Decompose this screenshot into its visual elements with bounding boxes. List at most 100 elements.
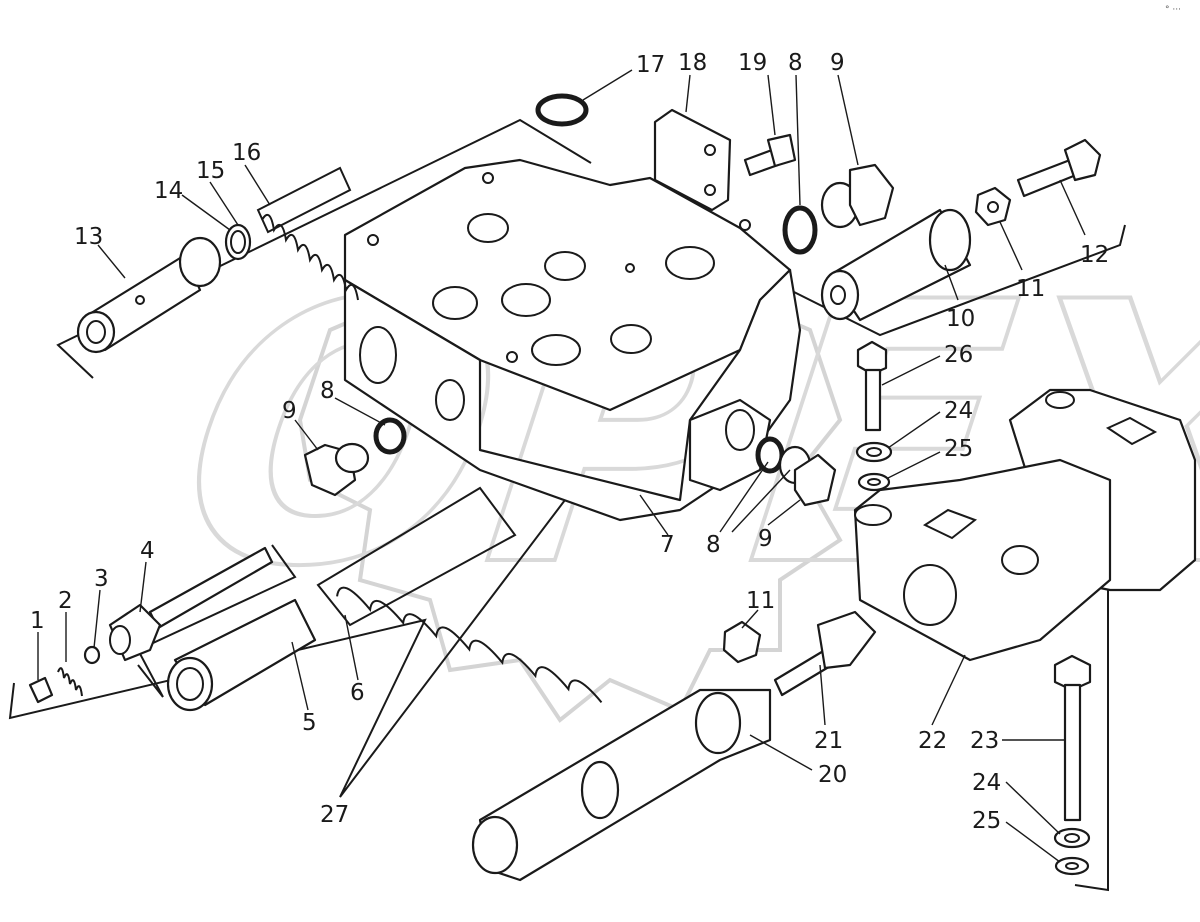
- o-ring-8-right: [755, 436, 785, 474]
- callout-24-top: 24: [944, 398, 973, 424]
- bolt-23: [1053, 654, 1092, 822]
- spool-20-end: [471, 815, 519, 875]
- spool-20-collar: [694, 691, 742, 755]
- ring-14-15: [224, 223, 252, 261]
- callout-25-top: 25: [944, 436, 973, 462]
- assembly-brackets: [8, 118, 1126, 892]
- callout-3: 3: [94, 566, 109, 592]
- leader-19: [767, 74, 776, 136]
- leader-11-lower: [741, 609, 759, 629]
- sleeve-5-bore: [176, 667, 204, 701]
- port-7: [610, 324, 652, 354]
- leader-11-top: [999, 221, 1023, 271]
- callout-8-top: 8: [788, 50, 803, 76]
- port-1: [467, 213, 509, 243]
- nut-11-lower: [722, 620, 762, 664]
- leader-22: [931, 654, 966, 726]
- bolt-23-head: [1053, 654, 1092, 692]
- leader-5: [291, 641, 309, 711]
- sleeve-10: [820, 208, 972, 322]
- spool-20: [471, 688, 772, 882]
- spring-6-coils: [336, 586, 603, 703]
- ball-3: [83, 645, 101, 665]
- callout-16: 16: [232, 140, 261, 166]
- nut-11-top: [974, 186, 1012, 227]
- bolt-12: [1016, 138, 1102, 198]
- housing-22-port-top: [1045, 391, 1075, 409]
- plug-9-right-head: [793, 453, 837, 507]
- bolt-26-head: [856, 340, 888, 376]
- bracket-13-16: [56, 118, 592, 379]
- callout-11-lower: 11: [746, 588, 775, 614]
- callout-14: 14: [154, 178, 183, 204]
- housing-22-slot-rear: [1105, 416, 1158, 446]
- plug-9-top-head: [848, 163, 895, 227]
- cover-plate-18: [653, 108, 732, 212]
- spring-16-outline: [256, 166, 352, 234]
- cover-plate-hole-1: [704, 144, 716, 156]
- spring-16-coils: [261, 213, 359, 301]
- corner-mark: ° ···: [1165, 5, 1181, 15]
- leader-16: [244, 164, 271, 206]
- screw-19: [743, 133, 797, 177]
- plug-9-top: [820, 163, 895, 229]
- leader-25-top: [887, 451, 941, 479]
- ring-15: [230, 230, 246, 254]
- valve-body-front: [343, 268, 802, 522]
- leader-8-left: [334, 397, 386, 426]
- washer-24-top-bore: [866, 447, 882, 457]
- cover-plate-hole-2: [704, 184, 716, 196]
- leader-9-right: [767, 499, 801, 526]
- spring-16: [256, 166, 359, 301]
- callout-20: 20: [818, 762, 847, 788]
- callout-21: 21: [814, 728, 843, 754]
- callout-8-left: 8: [320, 378, 335, 404]
- spool-20-land: [580, 760, 620, 820]
- leader-24-lower: [1005, 781, 1061, 835]
- leader-26: [881, 355, 941, 386]
- leader-8-right-a: [719, 461, 769, 533]
- leader-7: [639, 494, 669, 536]
- plug-9-right: [778, 445, 837, 507]
- spool-13-bore: [86, 320, 106, 344]
- leader-24-top: [887, 411, 941, 449]
- leader-17: [582, 69, 633, 101]
- bolt-26: [856, 340, 888, 432]
- leader-8-top: [795, 74, 801, 206]
- bracket-27: [8, 499, 566, 798]
- callout-13: 13: [74, 224, 103, 250]
- leader-4: [139, 561, 147, 613]
- callout-1: 1: [30, 608, 45, 634]
- callout-6: 6: [350, 680, 365, 706]
- callout-15: 15: [196, 158, 225, 184]
- leader-3: [93, 589, 101, 649]
- bolt-23-shank: [1063, 683, 1082, 822]
- callout-22: 22: [918, 728, 947, 754]
- o-ring-8-top: [782, 205, 818, 255]
- callout-25-lower: 25: [972, 808, 1001, 834]
- spool-13-collar: [178, 236, 222, 288]
- leader-25-lower: [1005, 821, 1061, 863]
- leader-20: [749, 734, 813, 771]
- plug-9-left: [303, 442, 370, 497]
- screw-21: [773, 610, 877, 697]
- side-port-mid: [435, 379, 465, 421]
- callout-19: 19: [738, 50, 767, 76]
- screw-19-head: [766, 133, 797, 168]
- leader-6: [344, 614, 359, 681]
- port-6: [531, 334, 581, 366]
- bolt-hole-1: [367, 234, 379, 246]
- callout-labels: 1 2 3 4 5 6 7 8 8 8 9 9 9 10 11 11 12 13…: [30, 50, 1109, 834]
- housing-22-mount: [854, 504, 892, 526]
- housing-22-slot: [922, 508, 978, 540]
- leader-9-left: [294, 419, 319, 451]
- callout-26: 26: [944, 342, 973, 368]
- sleeve-10-collar: [928, 208, 972, 272]
- port-2: [544, 251, 586, 281]
- spring-2: [57, 667, 83, 697]
- sleeve-10-bore: [830, 285, 846, 305]
- callout-17: 17: [636, 52, 665, 78]
- spool-4: [108, 546, 274, 662]
- housing-22: [853, 388, 1197, 662]
- leader-21: [819, 664, 826, 726]
